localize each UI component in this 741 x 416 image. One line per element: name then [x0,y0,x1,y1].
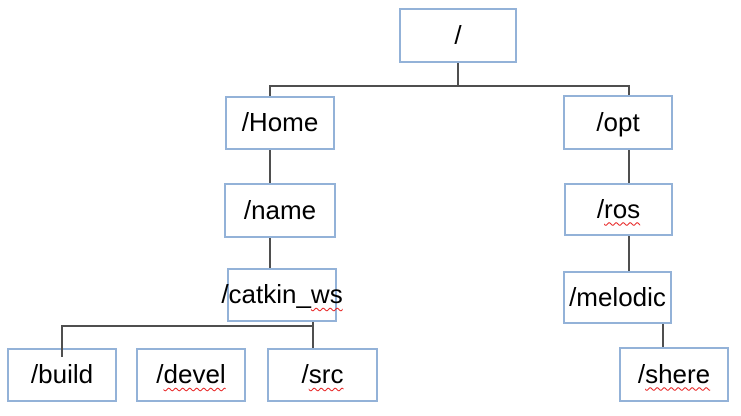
tree-node-label: /shere [637,358,711,389]
tree-node-root: / [399,8,517,63]
connector-melodic-shere [662,324,664,347]
tree-node-label: /build [30,359,94,389]
connector-ros-melodic [628,236,630,271]
connector-root-stem [457,63,459,85]
tree-node-devel: /devel [136,348,246,402]
tree-node-opt: /opt [563,95,673,150]
tree-node-shere: /shere [619,347,729,402]
tree-node-label: /src [301,359,344,389]
connector-bottom-rail [61,325,314,327]
connector-build-stem [61,325,63,357]
tree-node-label: / [454,19,462,50]
connector-name-catkinws [269,238,271,268]
tree-node-label: /catkin_ws [221,279,343,309]
tree-node-name: /name [224,183,336,238]
tree-node-melodic: /melodic [563,271,672,324]
tree-node-home: /Home [225,96,335,150]
tree-node-label: /opt [596,106,640,137]
tree-node-label: /ros [596,193,641,224]
connector-home-stem [269,85,271,96]
tree-node-label: /Home [241,107,319,137]
connector-opt-stem [628,85,630,96]
tree-node-label: /melodic [569,281,666,312]
tree-node-label: /devel [156,359,226,389]
connector-opt-ros [628,150,630,183]
tree-node-src: /src [267,348,378,402]
tree-node-label: /name [243,194,317,225]
tree-node-ros: /ros [564,183,673,236]
connector-home-name [269,150,271,183]
tree-node-catkin-ws: /catkin_ws [221,268,343,322]
connector-top-rail [269,85,630,87]
connector-catkinws-src-stem [312,322,314,348]
tree-node-build: /build [7,348,117,402]
